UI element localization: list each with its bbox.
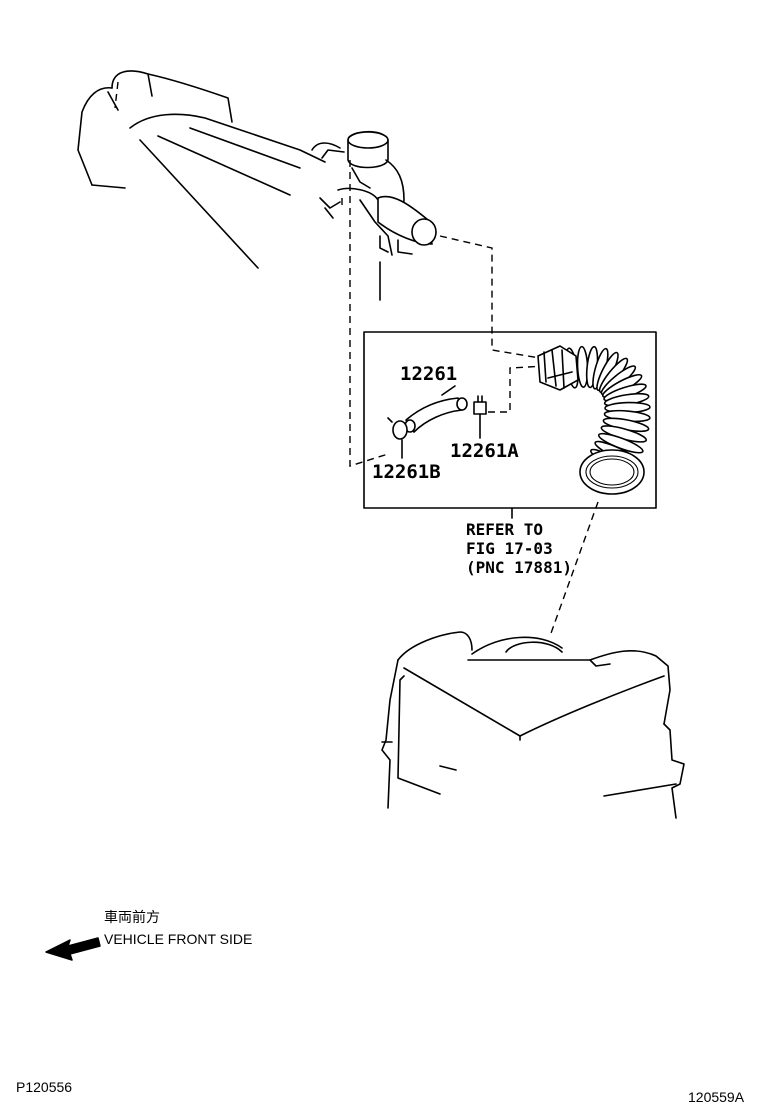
reference-line-1: REFER TO <box>466 520 543 539</box>
engine-outline <box>77 70 437 301</box>
label-12261A: 12261A <box>450 440 519 462</box>
direction-english: VEHICLE FRONT SIDE <box>104 931 252 947</box>
reference-line-3: (PNC 17881) <box>466 558 572 577</box>
clamp-12261A <box>473 395 487 439</box>
direction-japanese: 車両前方 <box>104 909 160 925</box>
detail-box <box>363 331 657 509</box>
reference-line-2: FIG 17-03 <box>466 539 553 558</box>
illustration-code-right: 120559A <box>688 1089 745 1105</box>
hose-outlet-end <box>579 449 645 495</box>
label-12261: 12261 <box>400 363 457 385</box>
air-cleaner-box <box>381 631 685 819</box>
label-12261B: 12261B <box>372 461 441 483</box>
hose-inlet-end <box>537 345 579 391</box>
illustration-code-left: P120556 <box>16 1079 72 1095</box>
leader-lines <box>349 160 599 637</box>
breather-hose-12261 <box>404 385 468 433</box>
clamp-12261B <box>387 417 408 459</box>
vehicle-front-arrow-icon <box>45 937 101 961</box>
